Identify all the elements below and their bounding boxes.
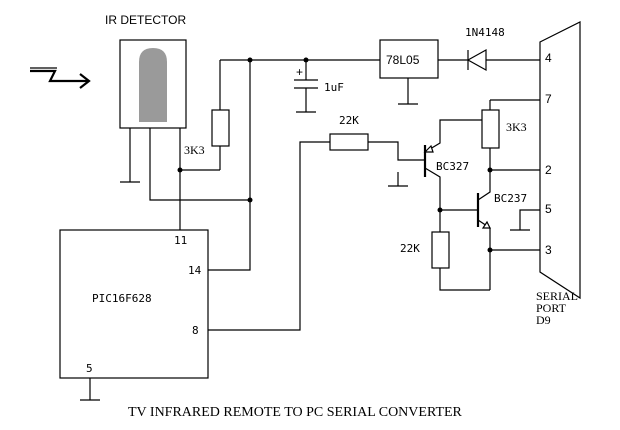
resistor-22k-base-label: 22K <box>339 114 359 127</box>
serial-pin-4-label: 4 <box>545 51 552 65</box>
resistor-22k-pulldown <box>431 231 450 269</box>
serial-pin-2-label: 2 <box>545 163 552 177</box>
transistor-bc237 <box>476 170 491 290</box>
pic-label: PIC16F628 <box>92 292 152 305</box>
ir-detector <box>119 39 187 129</box>
serial-port-label-line2: PORT <box>536 301 567 315</box>
resistor-3k3-pullup-label: 3K3 <box>184 143 205 157</box>
resistor-3k3-pullup <box>211 109 230 147</box>
pic-microcontroller <box>59 229 209 379</box>
regulator-78l05 <box>379 39 439 79</box>
pic-pin-5-label: 5 <box>86 362 93 375</box>
capacitor-1uf <box>294 60 318 113</box>
ir-detector-label: IR DETECTOR <box>105 13 186 27</box>
resistor-22k-base <box>329 133 369 151</box>
pic-pin-14-label: 14 <box>188 264 202 277</box>
regulator-label: 78L05 <box>386 53 420 67</box>
transistor-pnp-label: BC327 <box>436 160 469 173</box>
ir-detector-window <box>139 48 167 122</box>
pic-pin-8-label: 8 <box>192 324 199 337</box>
serial-port-label-line1: SERIAL <box>536 289 578 303</box>
capacitor-label: 1uF <box>324 81 344 94</box>
resistor-3k3-serial-label: 3K3 <box>506 120 527 134</box>
resistor-22k-pulldown-label: 22K <box>400 242 420 255</box>
diode-1n4148 <box>466 48 540 72</box>
transistor-bc327 <box>423 119 490 210</box>
ir-signal-arrow-icon <box>30 67 91 89</box>
serial-port-connector <box>539 21 581 300</box>
serial-pin-5-label: 5 <box>545 202 552 216</box>
serial-port-label-line3: D9 <box>536 313 551 327</box>
diode-label: 1N4148 <box>465 26 505 39</box>
serial-pin-7-label: 7 <box>545 92 552 106</box>
resistor-3k3-serial <box>481 109 500 149</box>
capacitor-polarity-label: + <box>296 65 303 79</box>
pic-pin-11-label: 11 <box>174 234 187 247</box>
transistor-npn-label: BC237 <box>494 192 527 205</box>
diagram-title: TV INFRARED REMOTE TO PC SERIAL CONVERTE… <box>128 405 463 420</box>
serial-pin-3-label: 3 <box>545 243 552 257</box>
